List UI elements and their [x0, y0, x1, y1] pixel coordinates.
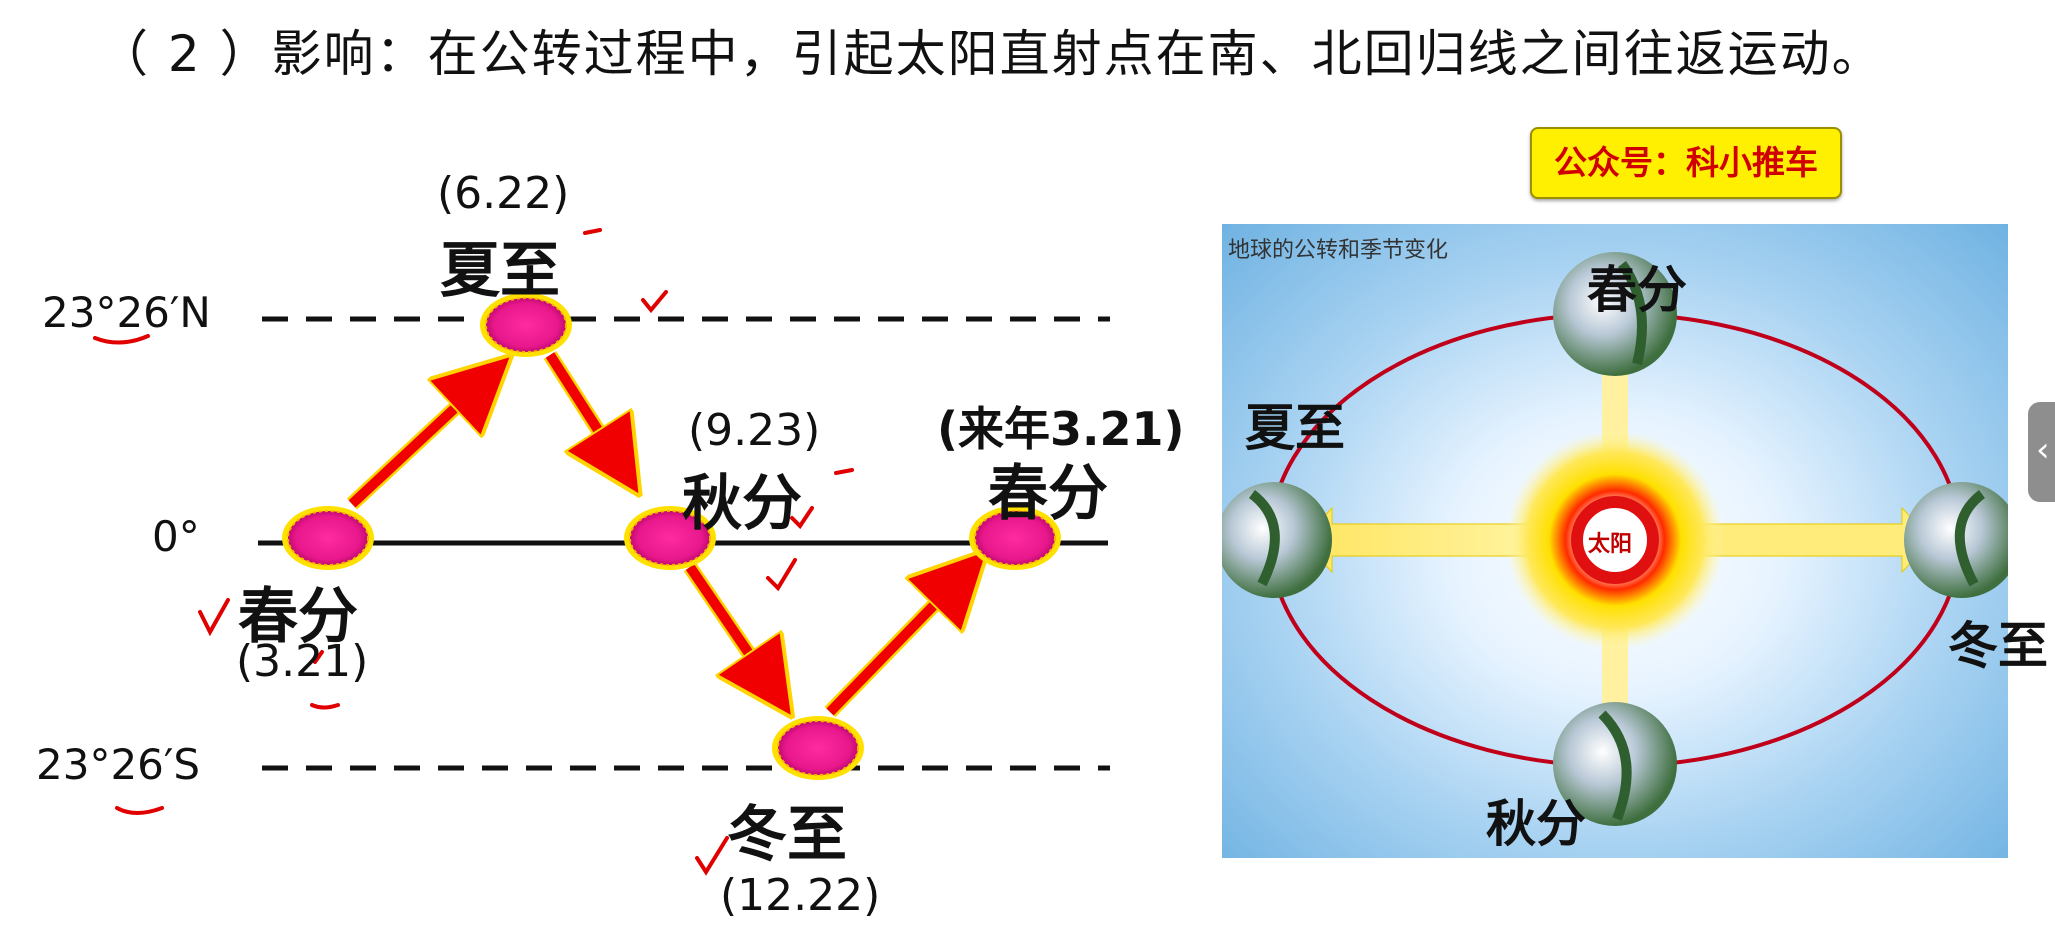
globe-right	[1904, 482, 2008, 598]
globe-bottom	[1553, 702, 1677, 826]
dash-summer-date	[583, 228, 602, 235]
diagram-graphics	[93, 228, 1110, 876]
sun-point-winter	[772, 716, 864, 780]
term-autumn: 秋分	[682, 469, 802, 539]
globe-left	[1222, 482, 1332, 598]
lat-label-north: 23°26′N	[42, 288, 211, 337]
sun-point-summer	[480, 293, 572, 357]
check-autumn	[790, 506, 814, 530]
beam-left	[1301, 506, 1538, 574]
sun-point-next-spring	[969, 506, 1061, 570]
chevron-left-icon: ‹	[2036, 430, 2050, 470]
handwritten-annotations	[93, 228, 854, 876]
check-spring	[198, 598, 230, 637]
illustration-title: 地球的公转和季节变化	[1228, 238, 1449, 263]
term-spring: 春分	[238, 582, 358, 652]
sun-label: 太阳	[1588, 531, 1633, 557]
tick-spring-digit	[313, 650, 324, 664]
watermark-badge: 公众号：科小推车	[1530, 127, 1842, 199]
orbit-illustration: 太阳	[1222, 224, 2008, 858]
lat-label-equator: 0°	[152, 512, 200, 561]
term-next-spring: 春分	[988, 459, 1108, 529]
date-winter: (12.22)	[720, 870, 881, 921]
subsolar-point-diagram: 23°26′N 0° 23°26′S (6.22) 夏至 春分 (3.21) (…	[36, 168, 1185, 921]
check-winter	[695, 836, 729, 876]
term-summer: 夏至	[440, 236, 560, 306]
arrow-winter-to-spring	[824, 563, 975, 718]
orbit-graphics	[1222, 252, 2008, 826]
date-next-spring: (来年3.21)	[937, 402, 1185, 456]
page-heading: （ 2 ）影响：在公转过程中，引起太阳直射点在南、北回归线之间往返运动。	[98, 25, 1884, 83]
date-autumn: (9.23)	[688, 405, 821, 456]
date-spring: (3.21)	[236, 636, 369, 687]
arrow-autumn-to-winter	[683, 562, 782, 702]
beam-right	[1691, 506, 1933, 574]
term-winter: 冬至	[727, 800, 847, 870]
sun-point-spring	[282, 506, 374, 570]
orbit-label-bottom: 秋分	[1486, 795, 1586, 853]
arrow-spring-to-summer	[346, 368, 498, 510]
date-summer: (6.22)	[437, 168, 570, 219]
path-arrows	[346, 350, 975, 718]
side-panel-tab[interactable]: ‹	[2028, 402, 2055, 502]
check-autumn-low	[766, 558, 797, 592]
orbit-label-top: 春分	[1587, 261, 1687, 319]
underline-spring-date	[310, 703, 340, 710]
lat-label-south: 23°26′S	[36, 740, 201, 789]
sun-point-autumn	[624, 506, 716, 570]
orbit-label-left: 夏至	[1245, 399, 1345, 457]
orbit-label-right: 冬至	[1948, 617, 2048, 675]
arrow-summer-to-autumn	[543, 350, 630, 480]
globe-top	[1553, 252, 1677, 376]
underline-north-26	[93, 334, 150, 345]
check-summer	[641, 290, 668, 314]
dash-autumn-date	[834, 468, 854, 475]
underline-south-26	[115, 806, 164, 815]
